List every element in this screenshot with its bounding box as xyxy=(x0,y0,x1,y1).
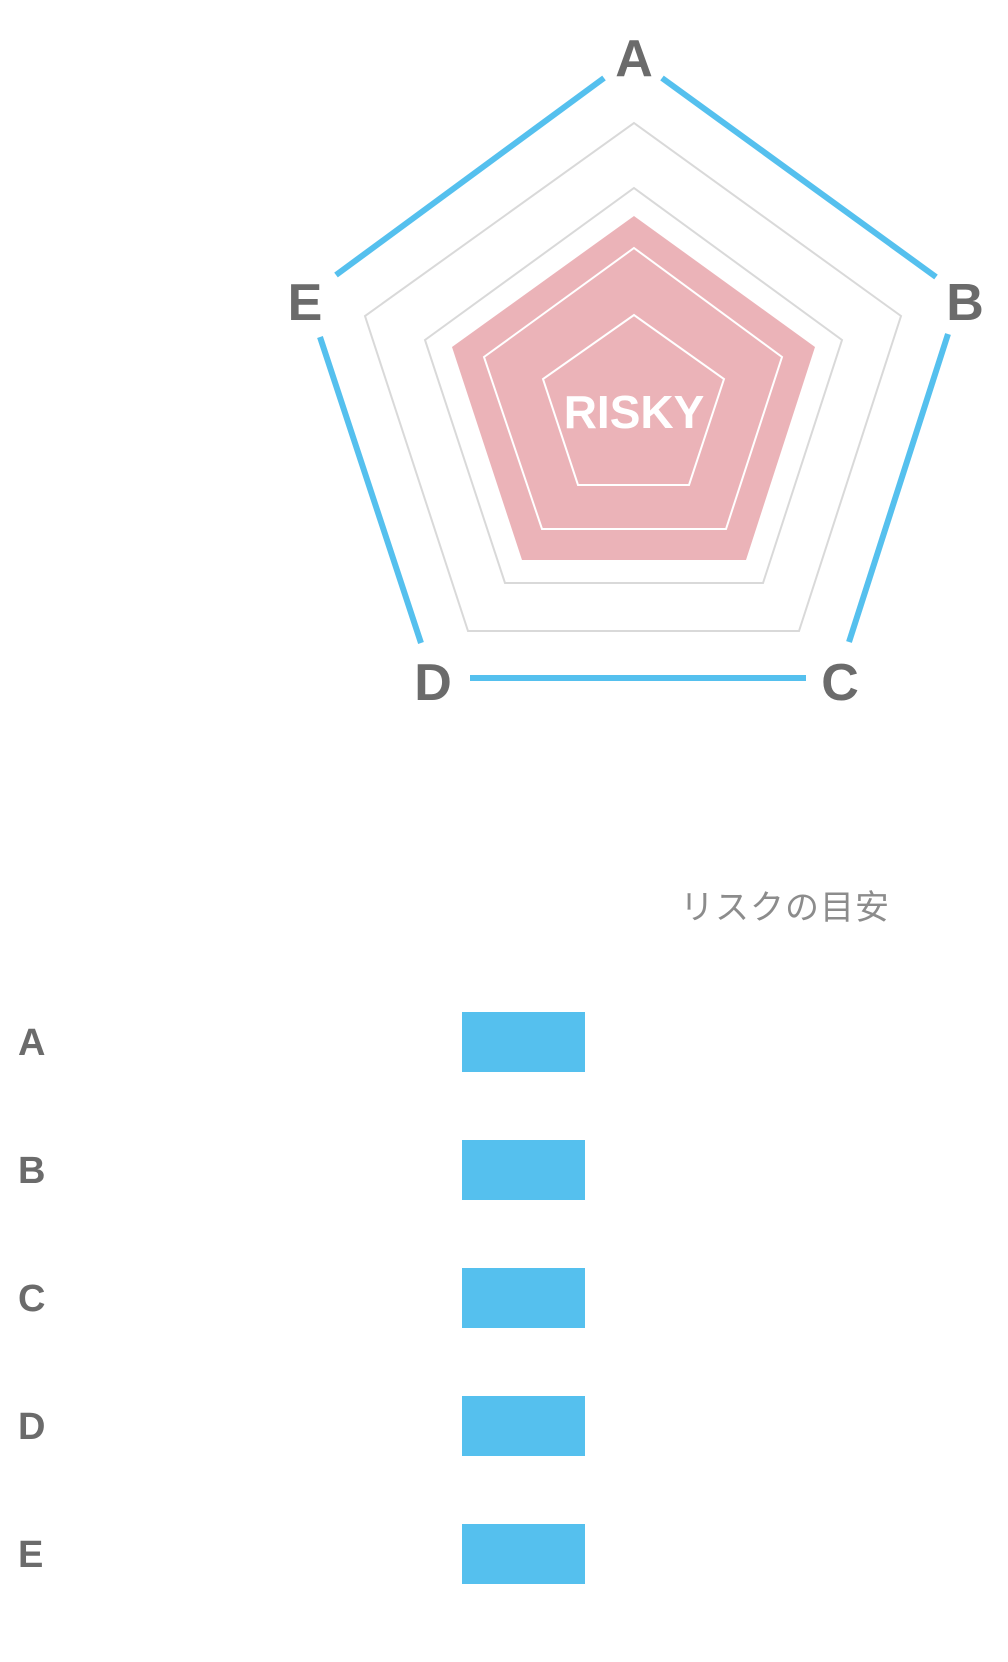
legend-row-label: E xyxy=(18,1534,44,1576)
legend-bar xyxy=(462,1140,585,1200)
outer-segment-a-b xyxy=(660,75,938,280)
outer-segment-b-c xyxy=(846,333,951,643)
ring-outer xyxy=(363,121,903,632)
legend-row-label: B xyxy=(18,1150,46,1192)
axis-label-b: B xyxy=(946,274,984,332)
outer-segment-d-e xyxy=(317,336,424,644)
axis-label-d: D xyxy=(414,654,452,712)
axis-label-e: E xyxy=(288,274,323,332)
legend-row-a: A xyxy=(0,1012,1008,1072)
axis-label-c: C xyxy=(821,654,859,712)
risky-inner-ring-2 xyxy=(541,313,726,486)
risky-label: RISKY xyxy=(564,386,705,438)
ring-middle xyxy=(423,186,844,584)
legend-bar xyxy=(462,1396,585,1456)
legend-row-b: B xyxy=(0,1140,1008,1200)
legend-row-e: E xyxy=(0,1524,1008,1584)
legend-bar xyxy=(462,1012,585,1072)
legend-row-label: A xyxy=(18,1022,46,1064)
legend-row-label: D xyxy=(18,1406,46,1448)
outer-boundary xyxy=(317,75,951,681)
legend-title: リスクの目安 xyxy=(680,888,890,928)
risky-zone xyxy=(452,216,815,560)
legend-bar xyxy=(462,1268,585,1328)
legend-row-d: D xyxy=(0,1396,1008,1456)
legend-row-c: C xyxy=(0,1268,1008,1328)
legend-row-label: C xyxy=(18,1278,46,1320)
outer-segment-e-a xyxy=(334,75,606,278)
legend-bar xyxy=(462,1524,585,1584)
risky-inner-ring-1 xyxy=(482,246,784,530)
axis-label-a: A xyxy=(615,30,653,88)
radar-chart: RISKY A B C D E xyxy=(288,30,984,712)
